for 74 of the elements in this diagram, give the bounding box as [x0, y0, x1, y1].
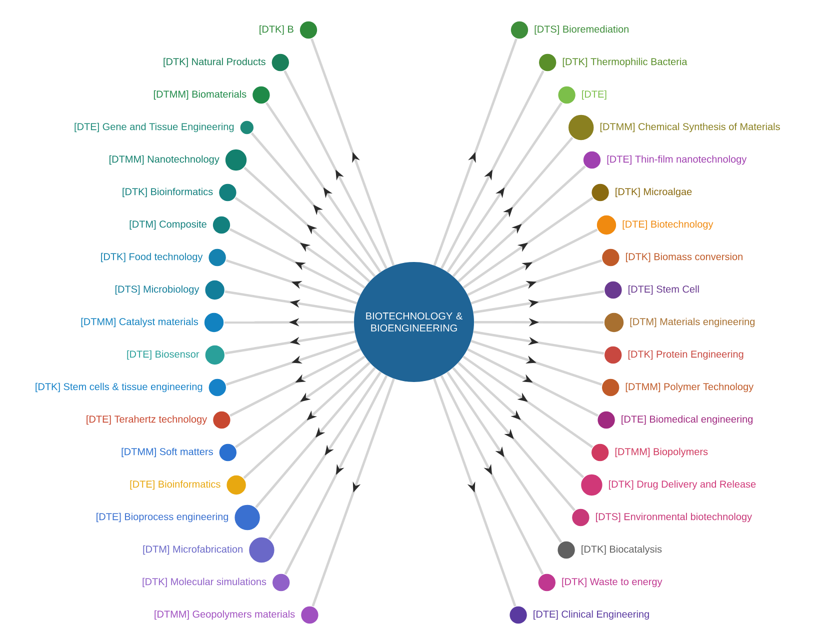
arrow	[446, 371, 562, 544]
node-label: [DTK] Microalgae	[616, 188, 692, 198]
node-label: [DTMM] Polymer Technology	[626, 382, 754, 392]
node-label: [DTK] Waste to energy	[562, 578, 662, 588]
arrow	[473, 330, 604, 355]
arrow	[243, 362, 370, 479]
node-label: [DTK] Bioinformatics	[122, 188, 213, 198]
arrow	[433, 38, 518, 266]
arrow	[224, 330, 355, 354]
node-label: [DTK] Food technology	[101, 252, 203, 262]
node-label: [DTM] Microfabrication	[143, 545, 242, 555]
node-label: [DTM] Materials engineering	[630, 318, 755, 328]
node-label: [DTK] Thermophilic Bacteria	[562, 58, 688, 68]
arrow	[226, 340, 358, 386]
arrow	[452, 367, 576, 512]
arrow	[284, 70, 388, 270]
node-label: [DTE] Clinical Engineering	[534, 610, 649, 620]
arrow	[440, 375, 544, 575]
arrow	[467, 348, 599, 417]
node-label: [DTMM] Catalyst materials	[81, 318, 198, 328]
arrow	[229, 228, 361, 296]
arrow	[470, 259, 602, 304]
node-label: [DTMM] Chemical Synthesis of Materials	[600, 122, 780, 132]
node-label: [DTE] Stem Cell	[628, 285, 699, 295]
node-label: [DTE] Gene and Tissue Engineering	[74, 122, 234, 132]
arrow	[462, 356, 594, 448]
node-label: [DTE]	[582, 90, 606, 100]
node-label: [DTE] Bioinformatics	[130, 480, 220, 490]
node-label: [DTK] Natural Products	[164, 58, 266, 68]
node-label: [DTK] Protein Engineering	[628, 350, 744, 360]
arrow	[229, 348, 361, 417]
node-label: [DTS] Bioremediation	[534, 25, 628, 35]
node-label: [DTS] Microbiology	[115, 285, 200, 295]
node-label: [DTMM] Soft matters	[122, 448, 213, 458]
arrow	[268, 371, 382, 540]
arrow	[458, 165, 586, 282]
node-label: [DTMM] Biopolymers	[615, 448, 708, 458]
arrow	[234, 356, 366, 448]
arrow	[458, 362, 584, 478]
arrow	[462, 196, 594, 289]
arrow	[224, 290, 355, 314]
node-label: [DTK] Stem cells & tissue engineering	[36, 382, 202, 392]
arrow	[310, 38, 395, 266]
node-label: [DTK] Drug Delivery and Release	[609, 480, 756, 490]
arrow	[265, 102, 382, 273]
node-label: [DTMM] Biomaterials	[154, 90, 246, 100]
arrow	[226, 259, 358, 304]
node-label: [DTE] Biosensor	[127, 350, 200, 360]
node-label: [DTMM] Geopolymers materials	[154, 610, 295, 620]
node-label: [DTE] Thin-film nanotechnology	[607, 155, 747, 165]
arrow	[284, 375, 388, 575]
arrow	[254, 367, 376, 508]
node-label: [DTK] Molecular simulations	[142, 578, 266, 588]
node-label: [DTMM] Nanotechnology	[110, 155, 220, 165]
arrow	[446, 102, 563, 273]
node-label: [DTM] Composite	[130, 220, 206, 230]
arrow	[473, 290, 604, 314]
node-label: [DTK] B	[260, 25, 294, 35]
arrow	[433, 378, 516, 607]
node-label: [DTE] Biotechnology	[622, 220, 714, 230]
arrow	[250, 132, 376, 278]
node-label: [DTK] Biomass conversion	[626, 252, 742, 262]
arrow	[470, 340, 602, 386]
node-label: [DTS] Environmental biotechnology	[596, 512, 752, 522]
arrow	[467, 228, 598, 296]
arrow	[440, 70, 544, 270]
node-label: [DTK] Biocatalysis	[582, 545, 662, 555]
node-label: [DTE] Terahertz technology	[86, 415, 208, 425]
arrow	[312, 378, 395, 607]
node-label: [DTE] Bioprocess engineering	[96, 512, 228, 522]
arrow	[234, 196, 366, 289]
node-label: [DTE] Biomedical engineering	[622, 415, 753, 425]
arrow	[452, 136, 574, 278]
arrow	[243, 166, 370, 282]
